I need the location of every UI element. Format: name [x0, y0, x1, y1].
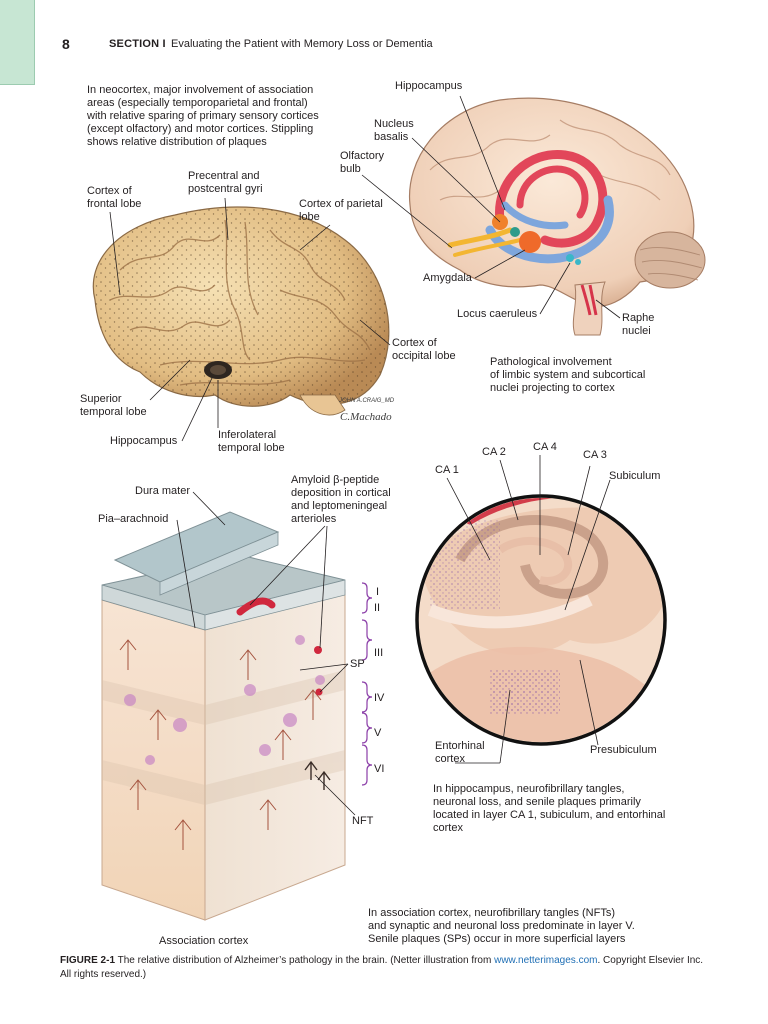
label-subiculum: Subiculum: [609, 470, 661, 482]
artist-signature: JOHN A.CRAIG_MD C.Machado: [338, 398, 395, 423]
layer-brackets: [361, 582, 373, 786]
svg-text:C.Machado: C.Machado: [340, 411, 392, 423]
label-ca3: CA 3: [583, 449, 607, 461]
label-hippocampus-top: Hippocampus: [395, 80, 463, 92]
label-ca1: CA 1: [435, 464, 459, 476]
label-precentral-postcentral: Precentral and postcentral gyri: [188, 170, 263, 195]
label-raphe-nuclei: Raphe nuclei: [622, 312, 655, 337]
caption-credit-pre: (Netter illustration from: [390, 955, 492, 966]
limbic-brain-illustration: [408, 97, 706, 336]
hippocampus-section-illustration: [415, 494, 667, 746]
lateral-brain-illustration: [92, 206, 390, 416]
label-superior-temporal: Superior temporal lobe: [80, 393, 147, 418]
label-association-cortex: Association cortex: [159, 935, 249, 947]
label-hippocampus-left: Hippocampus: [110, 435, 178, 447]
label-amyloid: Amyloid β-peptide deposition in cortical…: [291, 474, 391, 525]
running-title: Evaluating the Patient with Memory Loss …: [171, 38, 433, 50]
label-dura-mater: Dura mater: [135, 485, 191, 497]
netter-link[interactable]: www.netterimages.com: [494, 955, 598, 966]
label-inferolateral-temporal: Inferolateral temporal lobe: [218, 429, 285, 454]
label-pia-arachnoid: Pia–arachnoid: [98, 513, 169, 525]
label-layer-ii: II: [374, 602, 381, 614]
svg-text:JOHN A.CRAIG_MD: JOHN A.CRAIG_MD: [338, 398, 395, 404]
caption-credit-post: . Copyright Elsevier Inc. All rights res…: [60, 955, 704, 980]
label-presubiculum: Presubiculum: [590, 744, 657, 756]
label-olfactory-bulb: Olfactory bulb: [340, 150, 385, 175]
cortex-block-illustration: [101, 511, 346, 921]
label-nucleus-basalis: Nucleus basalis: [374, 118, 414, 143]
label-sp: SP: [350, 658, 365, 670]
label-ca2: CA 2: [482, 446, 506, 458]
caption-text: The relative distribution of Alzheimer’s…: [117, 955, 388, 966]
association-note: In association cortex, neurofibrillary t…: [368, 907, 635, 945]
label-entorhinal: Entorhinal cortex: [435, 740, 485, 765]
neocortex-note: In neocortex, major involvement of assoc…: [87, 84, 319, 148]
section-tab: [0, 0, 35, 85]
label-locus-caeruleus: Locus caeruleus: [457, 308, 538, 320]
label-layer-vi: VI: [374, 763, 385, 775]
label-cortex-occipital: Cortex of occipital lobe: [392, 337, 456, 362]
label-ca4: CA 4: [533, 441, 557, 453]
label-nft: NFT: [352, 815, 374, 827]
label-layer-iv: IV: [374, 692, 385, 704]
label-amygdala: Amygdala: [423, 272, 472, 284]
label-layer-iii: III: [374, 647, 384, 659]
section-label: SECTION I: [109, 38, 166, 50]
page-number: 8: [62, 36, 70, 52]
pathological-note: Pathological involvement of limbic syste…: [490, 356, 646, 394]
figure-number: FIGURE 2-1: [60, 955, 116, 966]
hippocampus-note: In hippocampus, neurofibrillary tangles,…: [433, 783, 666, 834]
label-layer-i: I: [376, 586, 380, 598]
label-cortex-parietal: Cortex of parietal lobe: [299, 198, 383, 223]
leader-lines: [109, 95, 621, 816]
label-cortex-frontal: Cortex of frontal lobe: [87, 185, 142, 210]
figure-caption: FIGURE 2-1 The relative distribution of …: [60, 954, 710, 982]
label-layer-v: V: [374, 727, 382, 739]
